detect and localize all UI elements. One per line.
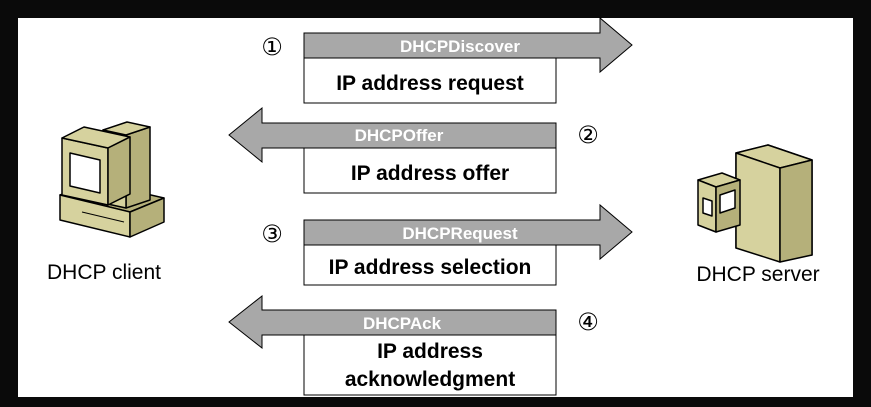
step-2-number: ② <box>577 122 599 149</box>
ack-description-line-2: acknowledgment <box>345 368 515 391</box>
request-description-box <box>303 244 557 286</box>
step-3-number: ③ <box>261 221 283 248</box>
ack-description-line-1: IP address <box>377 340 483 363</box>
discover-description-box <box>303 57 557 104</box>
offer-message: DHCPOffer <box>355 126 444 145</box>
step-4-ack: ④ DHCPAck IP address acknowledgment <box>228 294 599 396</box>
request-message: DHCPRequest <box>402 224 518 243</box>
offer-description-box <box>303 147 557 194</box>
server-computer-icon <box>697 144 813 263</box>
step-2-offer: ② DHCPOffer IP address offer <box>228 106 599 194</box>
offer-description: IP address offer <box>351 162 509 185</box>
ack-message: DHCPAck <box>363 314 442 333</box>
step-1-discover: ① DHCPDiscover IP address request <box>261 16 633 104</box>
client-label: DHCP client <box>47 261 161 284</box>
step-4-number: ④ <box>577 309 599 336</box>
ack-description-box <box>303 334 557 396</box>
step-1-number: ① <box>261 34 283 61</box>
discover-description: IP address request <box>336 72 524 95</box>
server-label: DHCP server <box>696 263 819 286</box>
discover-message: DHCPDiscover <box>400 37 520 56</box>
step-3-request: ③ DHCPRequest IP address selection <box>261 203 633 286</box>
request-description: IP address selection <box>329 256 532 279</box>
client-computer-icon <box>59 121 165 238</box>
